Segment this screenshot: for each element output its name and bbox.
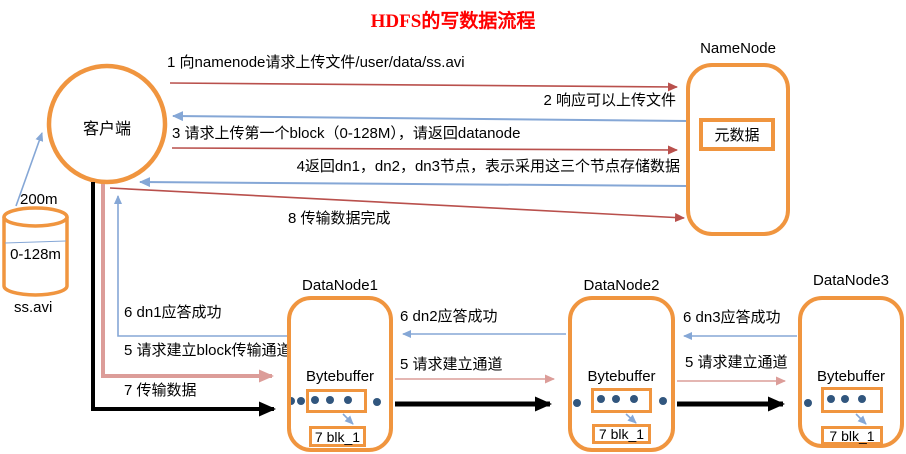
datanode2-buffer-label: Bytebuffer	[587, 368, 656, 385]
datanode3-buffer-label: Bytebuffer	[816, 368, 886, 385]
flow-step6-dn2-label: 6 dn2应答成功	[400, 308, 498, 325]
dn2-buffer-dots	[573, 395, 667, 407]
flow-step5-dn3-label: 5 请求建立通道	[685, 354, 788, 371]
arrow-step7-transfer-data	[91, 182, 276, 417]
arrow-step1-request-upload	[169, 82, 678, 92]
page-title: HDFS的写数据流程	[370, 11, 536, 32]
namenode-metadata-box: 元数据	[699, 118, 775, 151]
datanode2-block-label: 7 blk_1	[598, 426, 645, 442]
datanode3-block-label: 7 blk_1	[829, 427, 875, 444]
datanode2-buffer-box	[591, 388, 652, 413]
flow-step1-label: 1 向namenode请求上传文件/user/data/ss.avi	[167, 54, 465, 71]
flow-step4-label: 4返回dn1，dn2，dn3节点，表示采用这三个节点存储数据	[296, 158, 680, 175]
datanode1-buffer-label: Bytebuffer	[305, 368, 375, 385]
file-to-client-arrow	[15, 132, 44, 207]
flow-step6-dn1-label: 6 dn1应答成功	[124, 304, 222, 321]
datanode1-buffer-box	[306, 389, 367, 413]
datanode2-box	[568, 296, 675, 452]
flow-step6-dn3-label: 6 dn3应答成功	[683, 309, 781, 326]
flow-step3-label: 3 请求上传第一个block（0-128M），请返回datanode	[172, 125, 521, 142]
datanode2-block-box: 7 blk_1	[592, 424, 651, 444]
datanode1-box	[287, 296, 393, 452]
arrow-step4-return-datanodes	[139, 177, 689, 188]
dn2-buffer-to-block-arrow	[625, 413, 637, 424]
datanode1-title: DataNode1	[302, 277, 378, 294]
arrow-step6-ack-dn1	[114, 195, 290, 337]
arrow-step3-request-block	[171, 145, 678, 155]
flow-step8-label: 8 传输数据完成	[288, 210, 391, 227]
dn3-buffer-dots	[804, 395, 866, 407]
arrow-step2-response-ok	[172, 111, 689, 122]
datanode1-block-label: 7 blk_1	[314, 428, 361, 445]
client-circle	[46, 63, 168, 185]
datanode3-block-box: 7 blk_1	[821, 426, 883, 445]
namenode-metadata-label: 元数据	[714, 127, 760, 144]
datanode3-title: DataNode3	[813, 272, 889, 289]
file-name-label: ss.avi	[14, 299, 53, 316]
datanode2-title: DataNode2	[583, 277, 660, 294]
file-block-divider-line	[4, 240, 67, 244]
arrow-step5-build-channel-dn1	[101, 184, 274, 383]
dn1-buffer-dots	[287, 396, 381, 406]
client-label: 客户端	[82, 121, 131, 138]
flow-step2-label: 2 响应可以上传文件	[543, 92, 676, 109]
dn3-buffer-to-block-arrow	[855, 413, 867, 425]
dn1-buffer-to-block-arrow	[342, 413, 354, 425]
datanode1-block-box: 7 blk_1	[309, 426, 366, 447]
file-cylinder-top	[2, 206, 69, 228]
datanode3-box	[798, 296, 904, 448]
arrow-step8-transfer-done	[109, 187, 685, 223]
file-size-label: 200m	[20, 191, 58, 208]
file-cylinder-body	[2, 217, 69, 297]
flow-step7-label: 7 传输数据	[124, 382, 197, 399]
namenode-box	[686, 63, 790, 236]
flow-step5-dn2-label: 5 请求建立通道	[400, 356, 503, 373]
namenode-title: NameNode	[700, 40, 776, 57]
file-block-range-label: 0-128m	[10, 246, 61, 263]
flow-step5-dn1-label: 5 请求建立block传输通道	[124, 342, 292, 359]
datanode3-buffer-box	[821, 387, 883, 413]
